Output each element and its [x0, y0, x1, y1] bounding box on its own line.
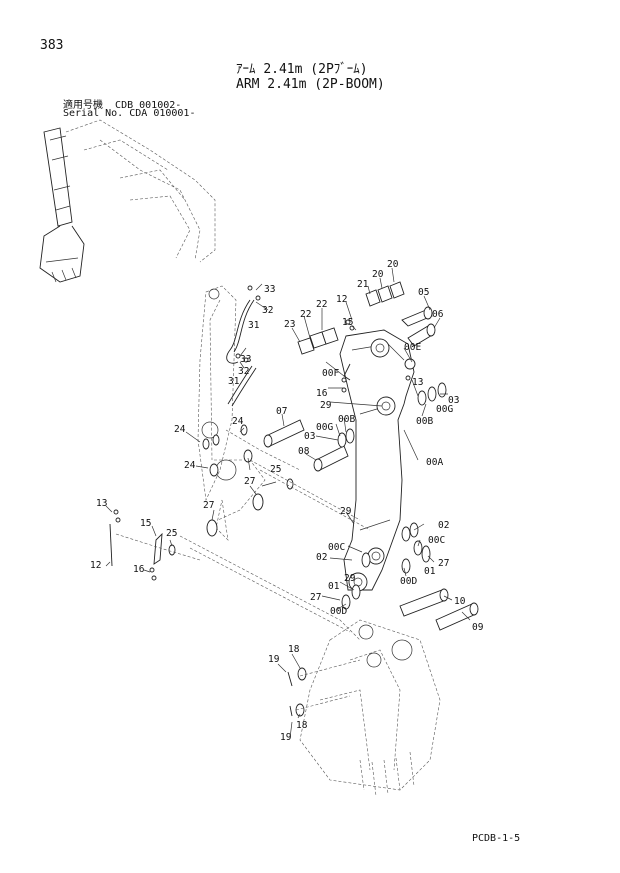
serial-label-en: Serial No. — [63, 108, 124, 119]
callout-01: 01 — [328, 581, 340, 592]
pins — [263, 306, 479, 631]
title-japanese: ｱｰﾑ 2.41m (2Pﾌﾞｰﾑ) — [236, 62, 368, 77]
callout-27: 27 — [438, 558, 449, 569]
callout-00C: 00C — [428, 535, 445, 546]
callout-00A: 00A — [426, 457, 443, 468]
overview-excavator-sketch — [39, 119, 216, 283]
callout-02: 02 — [316, 552, 327, 563]
callout-29: 29 — [320, 400, 332, 411]
callout-labels: 20 20 21 05 06 22 22 23 12 15 33 32 31 3… — [90, 259, 484, 743]
boom-tip-ghost — [197, 285, 301, 541]
callout-27: 27 — [310, 592, 321, 603]
callout-23: 23 — [284, 319, 295, 330]
serial-number-en: Serial No. CDA 010001- — [63, 108, 195, 119]
arm-body — [339, 329, 416, 592]
callout-01: 01 — [424, 566, 436, 577]
callout-31: 31 — [228, 376, 240, 387]
links-and-bucket-ghost — [115, 459, 441, 797]
callout-10: 10 — [454, 596, 466, 607]
callout-12: 12 — [336, 294, 347, 305]
callout-00B: 00B — [338, 414, 355, 425]
callout-15: 15 — [140, 518, 151, 529]
applicable-model-jp: 適用号機 CDB 001002- — [63, 96, 181, 111]
callout-29: 29 — [340, 506, 352, 517]
callout-18: 18 — [296, 720, 308, 731]
callout-27: 27 — [244, 476, 255, 487]
callout-13: 13 — [96, 498, 107, 509]
callout-07: 07 — [276, 406, 287, 417]
callout-02: 02 — [438, 520, 449, 531]
callout-24: 24 — [174, 424, 186, 435]
callout-16: 16 — [133, 564, 145, 575]
callout-00E: 00E — [404, 342, 421, 353]
callout-19: 19 — [280, 732, 292, 743]
callout-18: 18 — [288, 644, 300, 655]
page-number: 383 — [40, 38, 64, 53]
callout-03: 03 — [448, 395, 459, 406]
callout-27: 27 — [203, 500, 214, 511]
callout-09: 09 — [472, 622, 484, 633]
callout-33: 33 — [264, 284, 275, 295]
leader-lines — [105, 267, 471, 739]
callout-25: 25 — [270, 464, 281, 475]
callout-15: 15 — [342, 317, 353, 328]
serial-value-en: CDA 010001- — [129, 108, 196, 119]
callout-29: 29 — [344, 573, 356, 584]
document-code: PCDB-1-5 — [472, 833, 521, 844]
title-english: ARM 2.41m (2P-BOOM) — [236, 77, 385, 92]
callout-20: 20 — [372, 269, 384, 280]
applicable-label-jp: 適用号機 — [63, 100, 103, 111]
callout-21: 21 — [357, 279, 369, 290]
callout-16: 16 — [316, 388, 328, 399]
callout-32: 32 — [262, 305, 273, 316]
callout-00F: 00F — [322, 368, 339, 379]
callout-32: 32 — [238, 366, 249, 377]
callout-00G: 00G — [436, 404, 453, 415]
callout-00G: 00G — [316, 422, 333, 433]
shim-plates — [297, 281, 405, 355]
callout-12: 12 — [90, 560, 101, 571]
callout-06: 06 — [432, 309, 444, 320]
callout-00D: 00D — [400, 576, 417, 587]
callout-19: 19 — [268, 654, 280, 665]
applicable-value-jp: CDB 001002- — [115, 100, 182, 111]
callout-00D: 00D — [330, 606, 347, 617]
callout-31: 31 — [248, 320, 260, 331]
seals-and-rings — [168, 382, 447, 610]
callout-33: 33 — [240, 354, 251, 365]
callout-20: 20 — [387, 259, 399, 270]
callout-24: 24 — [232, 416, 244, 427]
callout-00C: 00C — [328, 542, 345, 553]
callout-24: 24 — [184, 460, 196, 471]
callout-08: 08 — [298, 446, 310, 457]
callout-13: 13 — [412, 377, 423, 388]
callout-03: 03 — [304, 431, 315, 442]
hydraulic-hoses — [226, 285, 261, 407]
callout-25: 25 — [166, 528, 177, 539]
callout-22: 22 — [316, 299, 327, 310]
callout-05: 05 — [418, 287, 429, 298]
callout-22: 22 — [300, 309, 311, 320]
callout-00B: 00B — [416, 416, 433, 427]
